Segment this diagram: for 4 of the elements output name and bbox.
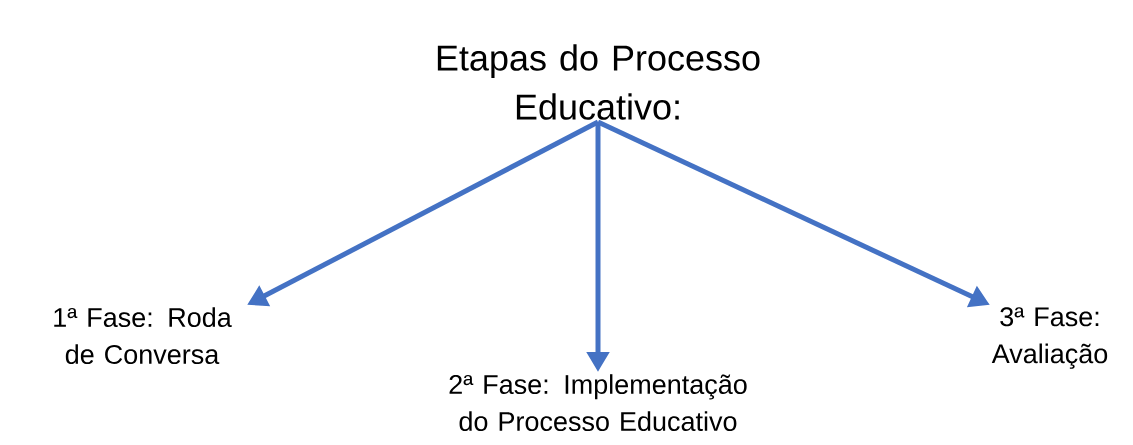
- heading-text: Etapas do Processo Educativo:: [437, 44, 760, 120]
- phase-label: 1ª Fase: Roda de Conversa: [54, 307, 232, 365]
- phase-label: 3ª Fase: Avaliação: [991, 307, 1108, 369]
- phase-label: 2ª Fase: Implementação do Processo Educativo: [449, 374, 747, 432]
